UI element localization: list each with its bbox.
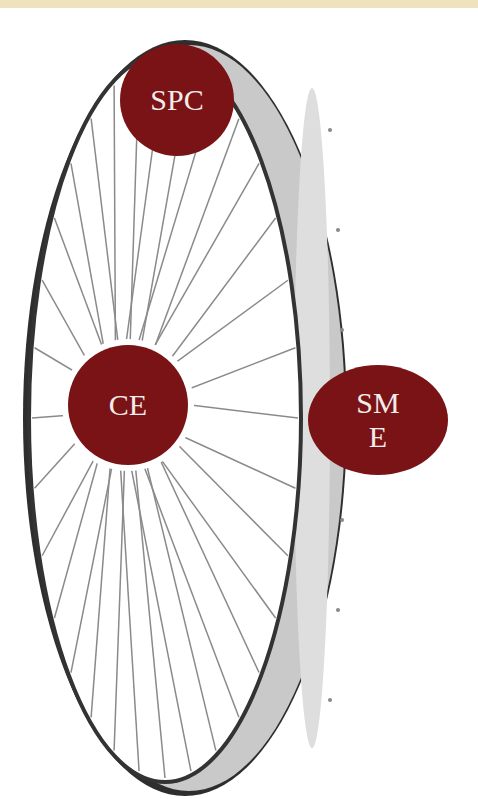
- node-label: CE: [109, 388, 147, 423]
- label-ellipse: SM E: [308, 365, 448, 475]
- node-label: SPC: [150, 83, 203, 118]
- node-label: SM E: [352, 386, 404, 455]
- label-circle: CE: [62, 339, 194, 471]
- top-band: [0, 0, 478, 8]
- spoke: [121, 418, 191, 771]
- tyre-outline: [23, 40, 347, 796]
- spokes: [32, 58, 298, 778]
- label-circle: SPC: [120, 44, 234, 156]
- rim-inner: [29, 54, 301, 782]
